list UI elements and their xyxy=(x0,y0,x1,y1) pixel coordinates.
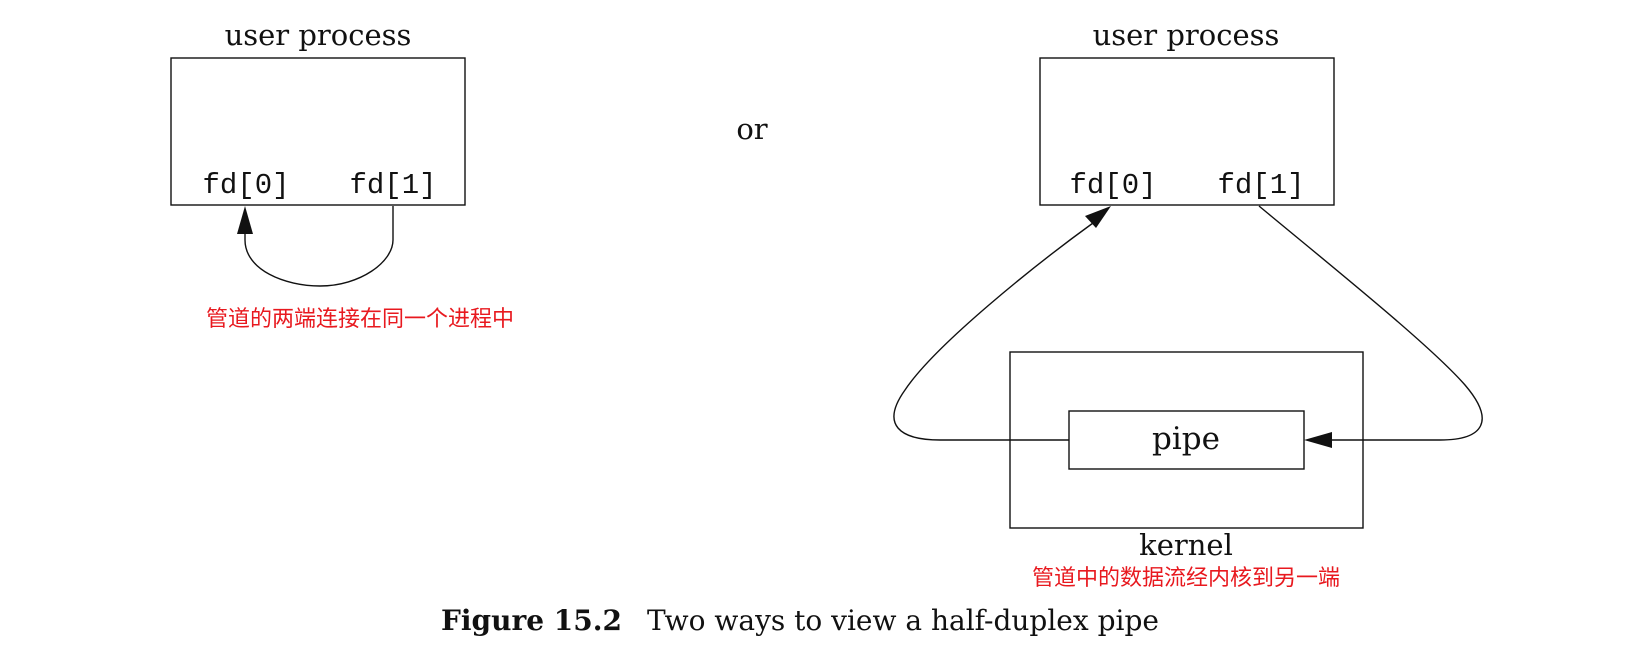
write-into-pipe-arrowhead xyxy=(1304,432,1332,448)
figure-caption: Figure 15.2 Two ways to view a half-dupl… xyxy=(441,604,1159,637)
left-process-label: user process xyxy=(225,18,412,52)
kernel-label: kernel xyxy=(1139,528,1233,562)
right-annotation: 管道中的数据流经内核到另一端 xyxy=(1032,566,1340,591)
separator-or: or xyxy=(736,112,767,146)
left-process-box xyxy=(170,57,466,206)
right-write-connector xyxy=(1258,205,1483,441)
right-fd-read-label: fd[0] xyxy=(1069,169,1156,202)
caption-label: Figure 15.2 xyxy=(441,604,622,637)
left-annotation: 管道的两端连接在同一个进程中 xyxy=(206,307,514,332)
pipe-label: pipe xyxy=(1152,421,1220,457)
left-loop-arrowhead xyxy=(237,206,253,234)
right-process-label: user process xyxy=(1093,18,1280,52)
left-fd-read-label: fd[0] xyxy=(202,169,289,202)
right-read-connector xyxy=(893,222,1094,441)
read-from-pipe-arrowhead xyxy=(1085,206,1111,228)
caption-text: Two ways to view a half-duplex pipe xyxy=(647,604,1159,637)
right-fd-write-label: fd[1] xyxy=(1217,169,1304,202)
left-loop-connector xyxy=(244,206,394,287)
right-process-box xyxy=(1039,57,1335,206)
right-diagram: user process fd[0] fd[1] pipe kernel 管道中… xyxy=(893,18,1483,591)
left-fd-write-label: fd[1] xyxy=(349,169,436,202)
left-diagram: user process fd[0] fd[1] 管道的两端连接在同一个进程中 xyxy=(170,18,514,332)
